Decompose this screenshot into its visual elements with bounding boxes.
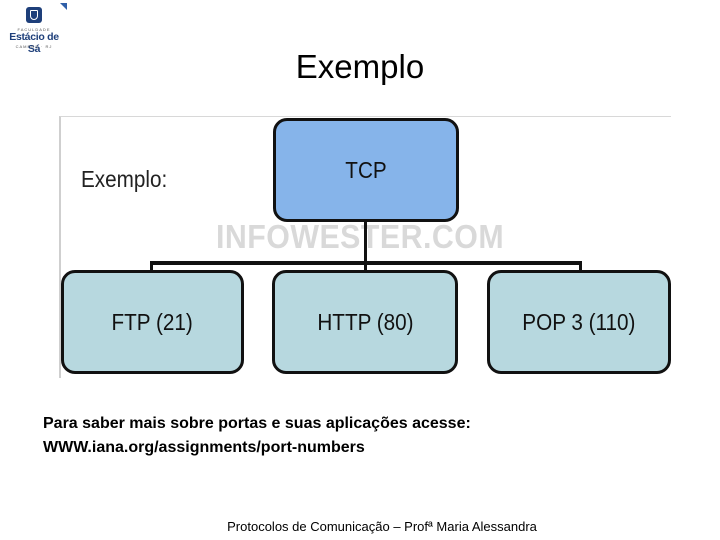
crest-icon <box>26 7 42 23</box>
node-pop3: POP 3 (110) <box>487 270 671 374</box>
logo-bottom-text: CAMPOS · RJ <box>15 44 53 49</box>
node-ftp: FTP (21) <box>61 270 244 374</box>
node-pop3-label: POP 3 (110) <box>522 308 636 335</box>
diagram-side-label: Exemplo: <box>81 166 168 192</box>
logo-name: Estácio de Sá <box>9 31 59 55</box>
info-link[interactable]: WWW.iana.org/assignments/port-numbers <box>43 439 365 456</box>
node-http-label: HTTP (80) <box>316 308 414 335</box>
node-http: HTTP (80) <box>272 270 458 374</box>
node-tcp: TCP <box>273 118 459 222</box>
info-text: Para saber mais sobre portas e suas apli… <box>43 412 471 460</box>
connector-child-1 <box>150 261 153 271</box>
slide-footer: Protocolos de Comunicação – Profª Maria … <box>227 519 537 534</box>
slide-title: Exemplo <box>295 48 425 85</box>
info-line-1: Para saber mais sobre portas e suas apli… <box>43 415 471 432</box>
diagram-frame <box>59 116 671 378</box>
protocol-diagram: INFOWESTER.COM Exemplo: TCP FTP (21) HTT… <box>59 114 671 378</box>
connector-child-2 <box>364 261 367 271</box>
node-tcp-label: TCP <box>345 156 387 183</box>
node-ftp-label: FTP (21) <box>111 308 194 335</box>
connector-root-stem <box>364 222 367 264</box>
corner-flag-icon <box>60 3 67 10</box>
logo-top-text: FACULDADE <box>17 27 51 32</box>
watermark-text: INFOWESTER.COM <box>216 218 505 255</box>
institution-logo: FACULDADE Estácio de Sá CAMPOS · RJ <box>2 3 66 55</box>
connector-child-3 <box>579 261 582 271</box>
